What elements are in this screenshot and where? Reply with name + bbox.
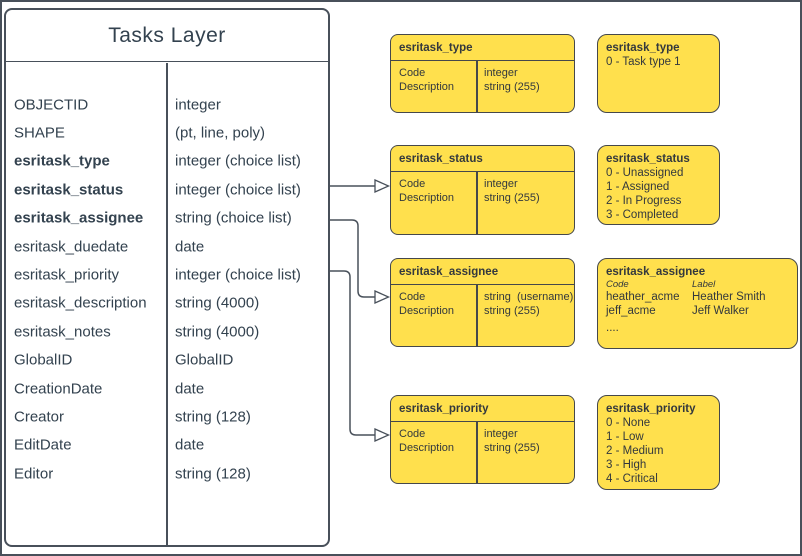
domain-table-title: esritask_assignee <box>391 259 574 285</box>
value-item: 3 - Completed <box>606 209 679 221</box>
field-name: Description <box>399 305 455 317</box>
field-name: Code <box>399 428 426 440</box>
domain-table-divider <box>476 421 478 483</box>
domain-table-title: esritask_priority <box>391 396 574 422</box>
domain-table-title: esritask_status <box>391 146 574 172</box>
field-type: string (255) <box>484 192 540 204</box>
domain-table-divider <box>476 60 478 112</box>
tasks-layer-title: Tasks Layer <box>6 10 328 62</box>
assignee-code: jeff_acme <box>606 305 656 317</box>
value-item: 4 - Critical <box>606 473 658 485</box>
tasks-layer-column-divider <box>166 62 168 545</box>
connector-priority <box>330 270 375 436</box>
arrowhead-priority-icon <box>374 427 391 443</box>
value-item: 1 - Low <box>606 431 644 443</box>
field-type: integer <box>484 178 518 190</box>
domain-table-title: esritask_type <box>391 35 574 61</box>
field-type: string (255) <box>484 81 540 93</box>
arrowhead-assignee-icon <box>374 289 391 305</box>
value-list-esritask-priority: esritask_priority 0 - None 1 - Low 2 - M… <box>597 395 720 490</box>
field-type: string (username) <box>484 291 574 303</box>
value-item: 3 - High <box>606 459 647 471</box>
value-list-esritask-type: esritask_type 0 - Task type 1 <box>597 34 720 113</box>
assignee-label: Heather Smith <box>692 291 766 303</box>
value-list-title: esritask_status <box>606 153 690 165</box>
domain-table-divider <box>476 284 478 346</box>
value-item: 2 - Medium <box>606 445 664 457</box>
field-type: integer <box>484 67 518 79</box>
assignee-table: Code Label heather_acme Heather Smith je… <box>606 279 789 318</box>
value-list-title: esritask_priority <box>606 403 696 415</box>
field-name: Code <box>399 67 426 79</box>
field-type: string (255) <box>484 305 540 317</box>
assignee-code: heather_acme <box>606 291 680 303</box>
field-name: Code <box>399 178 426 190</box>
field-name: Description <box>399 81 455 93</box>
assignee-ellipsis: .... <box>606 322 619 334</box>
arrowhead-status-icon <box>374 178 391 194</box>
field-row-shape: SHAPE(pt, line, poly) <box>14 124 266 142</box>
assignee-col-header-code: Code <box>606 279 629 290</box>
value-list-esritask-assignee: esritask_assignee Code Label heather_acm… <box>597 258 798 349</box>
field-name: Description <box>399 442 455 454</box>
field-type: string (255) <box>484 442 540 454</box>
value-list-title: esritask_type <box>606 42 680 54</box>
value-item: 2 - In Progress <box>606 195 682 207</box>
value-list-title: esritask_assignee <box>606 266 706 278</box>
connector-assignee <box>330 219 375 298</box>
field-name: Code <box>399 291 426 303</box>
value-item: 0 - Task type 1 <box>606 56 681 68</box>
value-item: 0 - Unassigned <box>606 167 684 179</box>
value-list-esritask-status: esritask_status 0 - Unassigned 1 - Assig… <box>597 145 720 225</box>
assignee-label: Jeff Walker <box>692 305 749 317</box>
assignee-col-header-label: Label <box>692 279 716 290</box>
value-item: 1 - Assigned <box>606 181 670 193</box>
field-type: integer <box>484 428 518 440</box>
field-name: Description <box>399 192 455 204</box>
value-item: 0 - None <box>606 417 651 429</box>
domain-table-divider <box>476 171 478 234</box>
